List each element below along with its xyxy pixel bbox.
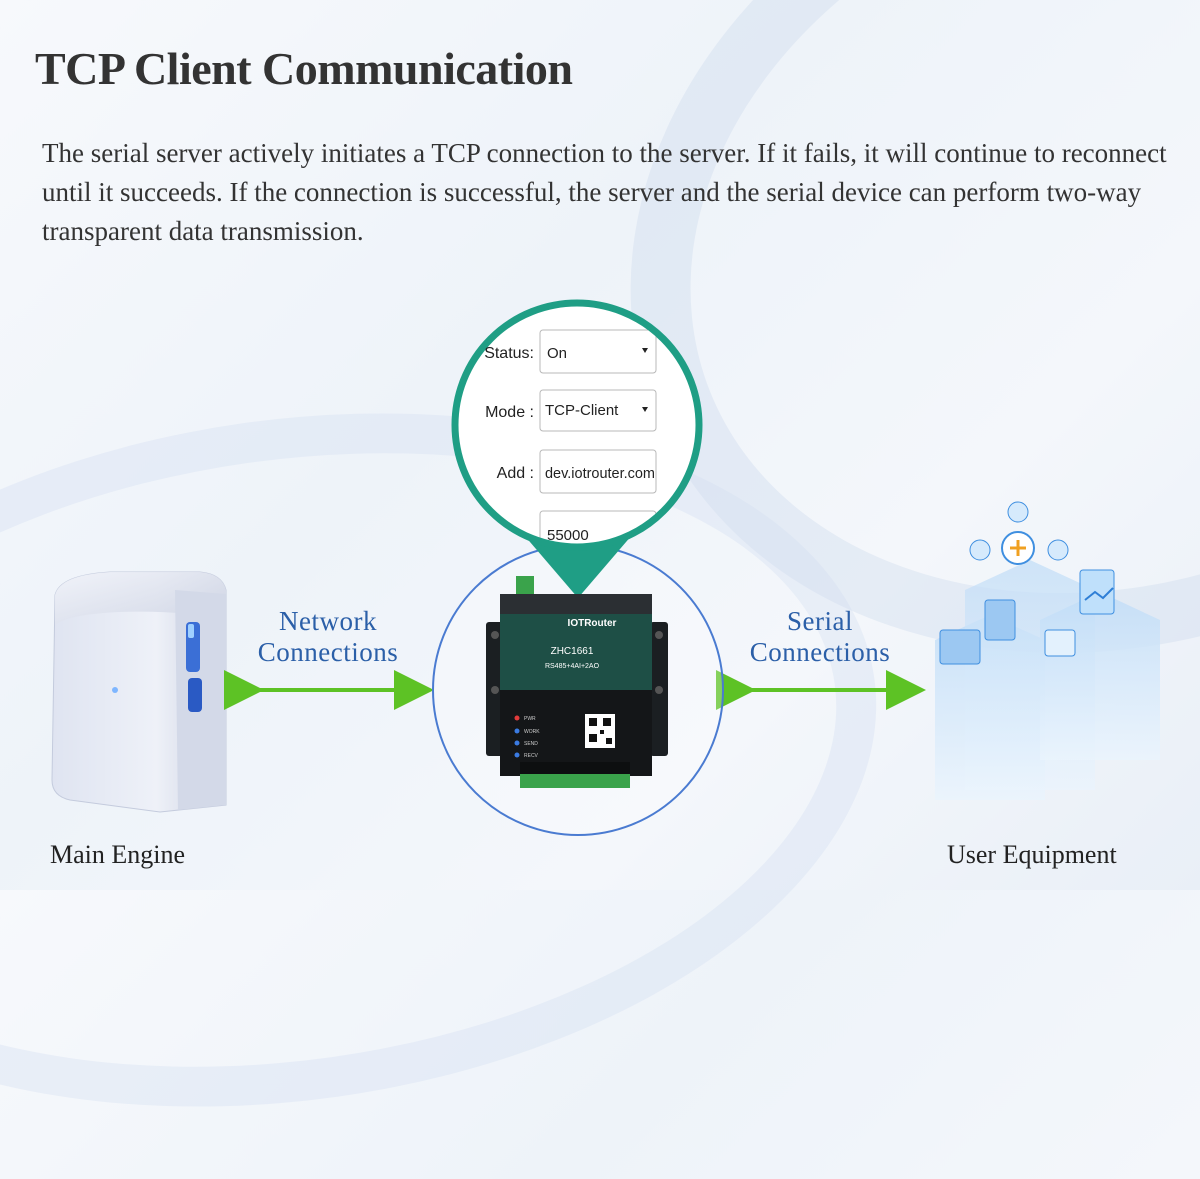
address-input[interactable]: dev.iotrouter.com bbox=[545, 465, 655, 482]
main-engine-icon bbox=[51, 571, 227, 813]
user-equipment-label: User Equipment bbox=[947, 840, 1117, 869]
led-label: RECV bbox=[524, 753, 539, 759]
network-connections-label: Network Connections bbox=[238, 606, 418, 668]
device-spec: RS485+4AI+2AO bbox=[545, 663, 600, 670]
description: The serial server actively initiates a T… bbox=[42, 138, 1167, 246]
network-label-line2: Connections bbox=[257, 637, 399, 667]
device-icon bbox=[486, 576, 668, 788]
address-label: Add : bbox=[497, 465, 534, 482]
mode-label: Mode : bbox=[485, 404, 534, 421]
config-magnifier bbox=[451, 299, 703, 551]
device-model: ZHC1661 bbox=[551, 646, 594, 657]
serial-connections-label: Serial Connections bbox=[730, 606, 910, 668]
port-input[interactable]: 55000 bbox=[547, 527, 589, 544]
status-label: Status: bbox=[484, 345, 534, 362]
status-select[interactable]: On bbox=[547, 345, 567, 362]
led-label: SEND bbox=[524, 741, 538, 747]
led-label: WORK bbox=[524, 729, 540, 735]
mode-select[interactable]: TCP-Client bbox=[545, 402, 619, 419]
diagram: IOTRouter ZHC1661 RS485+4AI+2AO PWR WORK… bbox=[51, 299, 1160, 836]
led-label: PWR bbox=[524, 716, 536, 722]
device-brand: IOTRouter bbox=[568, 618, 617, 629]
page-title: TCP Client Communication bbox=[35, 43, 573, 94]
serial-label-line2: Connections bbox=[749, 637, 891, 667]
serial-label-line1: Serial bbox=[787, 606, 853, 636]
network-label-line1: Network bbox=[279, 606, 377, 636]
user-equipment-icon bbox=[935, 501, 1160, 800]
main-engine-label: Main Engine bbox=[50, 840, 186, 869]
